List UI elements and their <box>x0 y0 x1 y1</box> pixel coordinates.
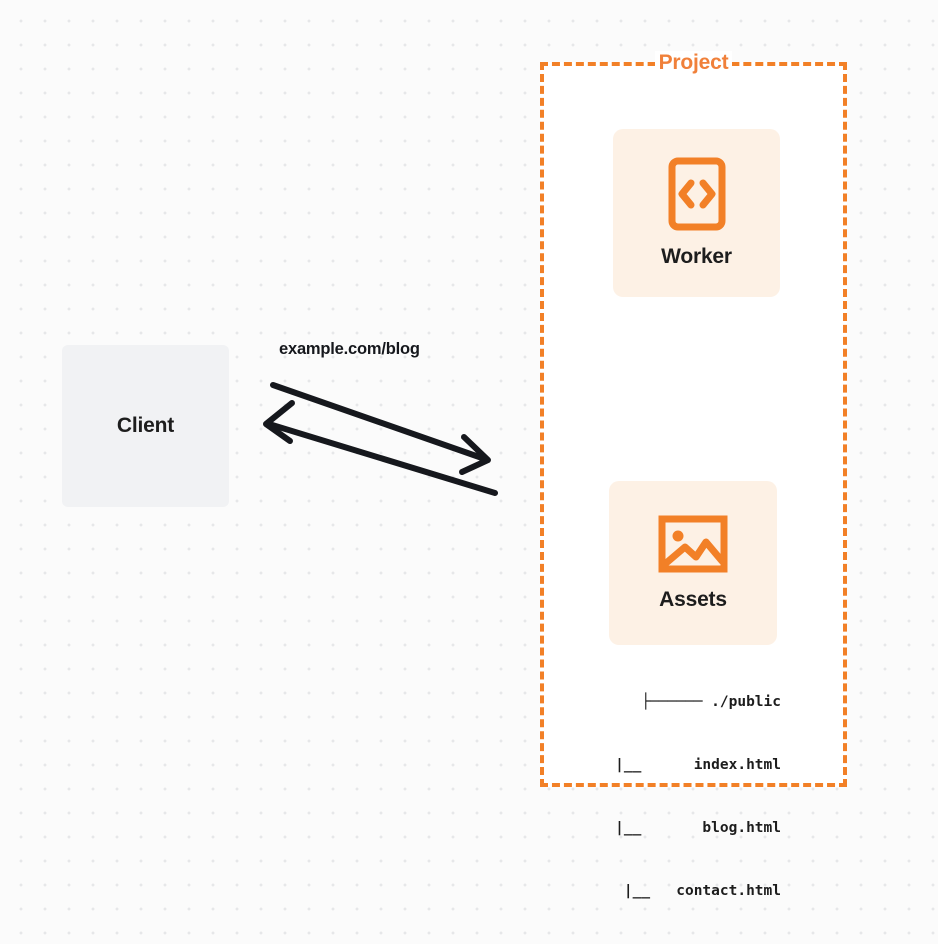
file-tree-row: ├────── ./public <box>641 694 781 710</box>
project-label-text: Project <box>654 51 733 74</box>
client-node-label: Client <box>116 414 175 437</box>
assets-node[interactable]: Assets <box>609 481 777 645</box>
worker-node-label: Worker <box>661 245 732 268</box>
file-tree-row: |__ contact.html <box>623 883 781 899</box>
assets-node-label: Assets <box>659 588 727 611</box>
worker-node[interactable]: Worker <box>613 129 780 297</box>
request-arrow <box>270 382 491 475</box>
code-file-icon <box>668 157 726 231</box>
request-response-arrows <box>263 382 498 496</box>
file-tree-row: |__ blog.html <box>615 820 781 836</box>
response-arrow <box>263 400 498 496</box>
client-node[interactable]: Client <box>62 345 229 507</box>
project-container-label: Project <box>540 50 847 75</box>
image-icon <box>658 514 728 574</box>
file-tree-row: |__ index.html <box>615 757 781 773</box>
assets-file-tree: ├────── ./public |__ index.html |__ blog… <box>556 650 781 944</box>
diagram-canvas: Client example.com/blog Project Worker <box>62 50 847 899</box>
connection-url-label: example.com/blog <box>279 340 420 358</box>
